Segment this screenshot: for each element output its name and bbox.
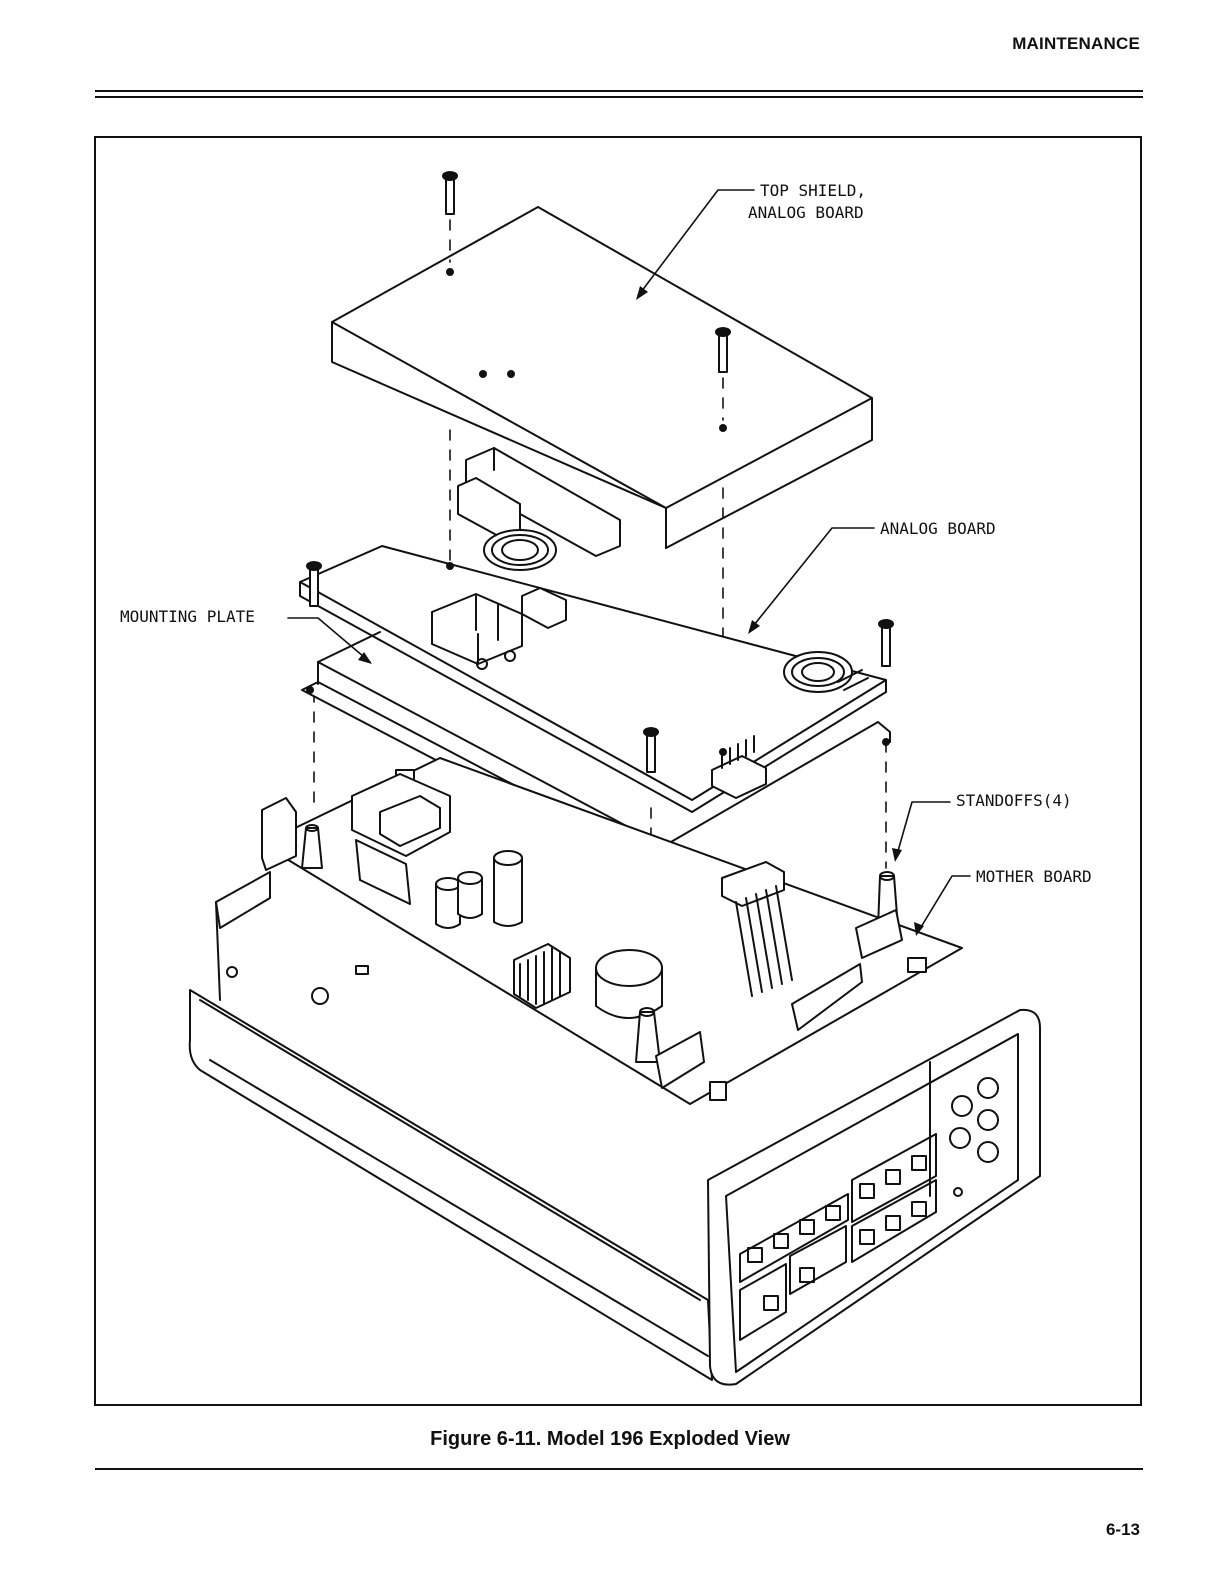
arrowheads xyxy=(358,286,924,936)
mother-board-components xyxy=(261,769,927,1101)
top-shield xyxy=(331,206,873,549)
page-number: 6-13 xyxy=(1105,1520,1140,1539)
figure-caption: Figure 6-11. Model 196 Exploded View xyxy=(430,1428,790,1450)
label-mother-board: MOTHER BOARD xyxy=(976,867,1092,886)
footer-rule xyxy=(95,1468,1143,1470)
leader-lines xyxy=(287,189,971,933)
label-top-shield-board: ANALOG BOARD xyxy=(748,203,864,222)
board-screw-left xyxy=(306,561,322,607)
chassis xyxy=(188,757,1041,1386)
board-screw-front xyxy=(643,727,659,773)
figure-frame xyxy=(94,136,1142,1406)
header-rule-thin xyxy=(95,96,1143,98)
analog-board xyxy=(299,447,887,813)
label-top-shield: TOP SHIELD, xyxy=(760,181,866,200)
label-analog-board: ANALOG BOARD xyxy=(880,519,996,538)
header-rule-thick xyxy=(95,90,1143,92)
label-mounting-plate: MOUNTING PLATE xyxy=(120,607,255,626)
shield-screw-left xyxy=(442,171,458,215)
label-standoffs: STANDOFFS(4) xyxy=(956,791,1072,810)
section-heading: MAINTENANCE xyxy=(1012,34,1140,53)
shield-screw-right xyxy=(715,327,731,373)
board-screw-right xyxy=(878,619,894,667)
